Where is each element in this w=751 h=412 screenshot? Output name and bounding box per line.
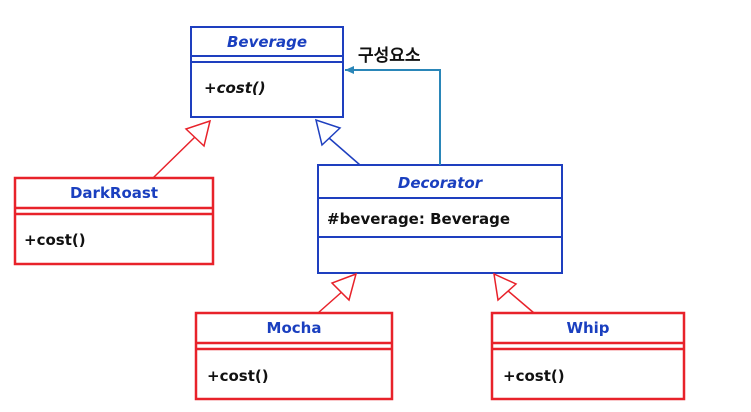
- darkroast-method-cost: +cost(): [24, 231, 86, 249]
- beverage-method-cost: +cost(): [204, 79, 266, 97]
- composition-label: 구성요소: [358, 46, 421, 66]
- mocha-method-cost: +cost(): [207, 367, 269, 385]
- inheritance-whip-decorator: [493, 272, 535, 314]
- inheritance-decorator-beverage: [314, 118, 361, 166]
- whip-method-cost: +cost(): [503, 367, 565, 385]
- composition-decorator-beverage: 구성요소: [345, 46, 441, 165]
- class-decorator[interactable]: Decorator #beverage: Beverage: [317, 164, 563, 274]
- decorator-field-beverage: #beverage: Beverage: [327, 210, 510, 228]
- inheritance-mocha-decorator: [317, 272, 358, 314]
- class-whip[interactable]: Whip +cost(): [490, 311, 686, 401]
- class-mocha[interactable]: Mocha +cost(): [194, 311, 394, 401]
- darkroast-class-name: DarkRoast: [70, 184, 158, 202]
- class-beverage[interactable]: Beverage +cost(): [190, 26, 344, 118]
- mocha-class-name: Mocha: [267, 319, 322, 337]
- whip-class-name: Whip: [566, 319, 609, 337]
- class-darkroast[interactable]: DarkRoast +cost(): [13, 176, 215, 266]
- decorator-class-name: Decorator: [398, 174, 484, 192]
- inheritance-darkroast-beverage: [152, 119, 212, 179]
- beverage-class-name: Beverage: [227, 33, 307, 51]
